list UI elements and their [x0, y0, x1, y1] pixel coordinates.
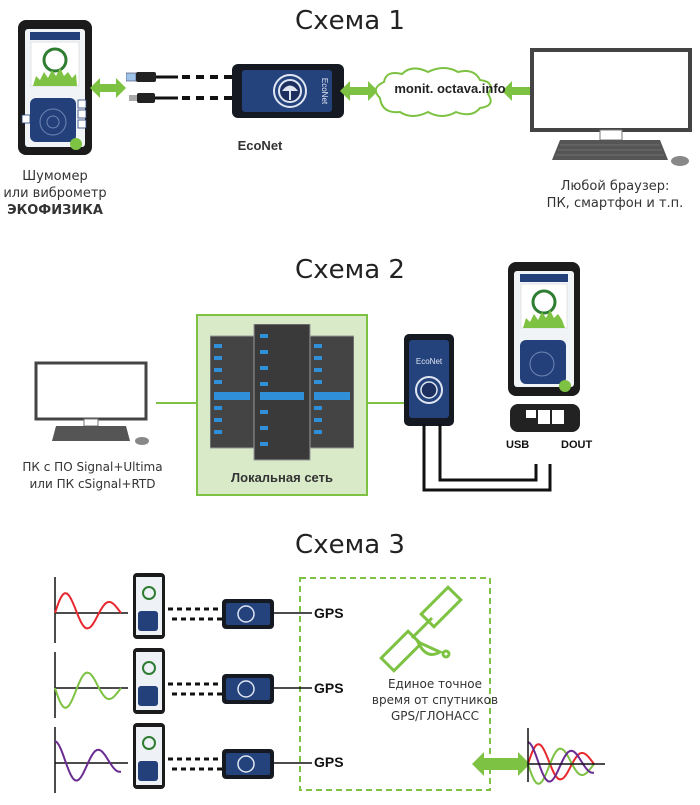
combined-waveform: [527, 728, 605, 782]
sync-arrow-icon: [472, 752, 530, 776]
cloud-url: monit. octava.info: [394, 81, 506, 96]
combined-wave-1: [527, 743, 595, 781]
arrow-right-icon: [502, 81, 540, 101]
scheme3-diagram: [54, 573, 605, 793]
network-label: Локальная сеть: [231, 470, 333, 485]
sound-meter-device: [18, 20, 92, 155]
pc-label-line1: ПК с ПО Signal+Ultima: [22, 460, 163, 474]
econet-device-vertical: EcoNet: [404, 334, 454, 426]
waveform-3: [54, 740, 121, 782]
scheme1-title: Схема 1: [295, 6, 405, 36]
pc-label-line2: или ПК cSignal+RTD: [29, 477, 156, 491]
sync-zone-box: [299, 577, 491, 791]
gps-label-2: GPS: [314, 680, 344, 696]
econet-label: EcoNet: [237, 138, 283, 153]
computer-monitor-icon: [530, 48, 692, 166]
sync-text-line2: время от спутников: [371, 693, 499, 707]
bidirectional-arrow-icon: [90, 78, 126, 98]
cloud-shape: [340, 67, 540, 117]
satellite-icon: [379, 585, 463, 673]
gps-label-3: GPS: [314, 754, 344, 770]
sync-text-line3: GPS/ГЛОНАСС: [391, 709, 479, 723]
meter-label-line2: или виброметр: [3, 186, 107, 201]
combined-wave-2: [527, 747, 595, 785]
browser-label: Любой браузер: ПК, смартфон и т.п.: [540, 178, 690, 212]
dout-usb-cables: [422, 424, 552, 492]
scheme3-title: Схема 3: [295, 530, 405, 560]
network-lines: [156, 402, 406, 404]
local-network-box: Локальная сеть: [196, 314, 368, 496]
pc-label: ПК с ПО Signal+Ultima или ПК cSignal+RTD: [20, 459, 165, 493]
browser-label-line1: Любой браузер:: [560, 179, 670, 194]
waveform-1: [54, 592, 122, 630]
dout-label: DOUT: [561, 439, 593, 451]
scheme2-title: Схема 2: [295, 255, 405, 285]
arrow-left-icon: [340, 81, 378, 101]
meter-brand: ЭКОФИЗИКА: [7, 203, 103, 218]
econet-device-text: EcoNet: [320, 78, 329, 105]
browser-label-line2: ПК, смартфон и т.п.: [546, 196, 684, 211]
meter-label: Шумомер или виброметр ЭКОФИЗИКА: [0, 168, 110, 219]
connector-panel: [510, 404, 580, 432]
cables-ethernet-usb: [126, 72, 238, 103]
sync-text: Единое точное время от спутников GPS/ГЛО…: [360, 676, 510, 724]
econet-device: EcoNet: [232, 64, 344, 118]
gps-label-1: GPS: [314, 605, 344, 621]
sound-meter-device-2: [508, 262, 580, 396]
usb-label: USB: [506, 439, 530, 451]
waveform-2: [54, 671, 122, 709]
meter-label-line1: Шумомер: [22, 169, 88, 184]
sync-text-line1: Единое точное: [387, 677, 483, 691]
server-rack-icon: [210, 324, 354, 461]
econet-device-text-2: EcoNet: [416, 357, 443, 366]
pc-monitor-icon: [34, 361, 149, 445]
